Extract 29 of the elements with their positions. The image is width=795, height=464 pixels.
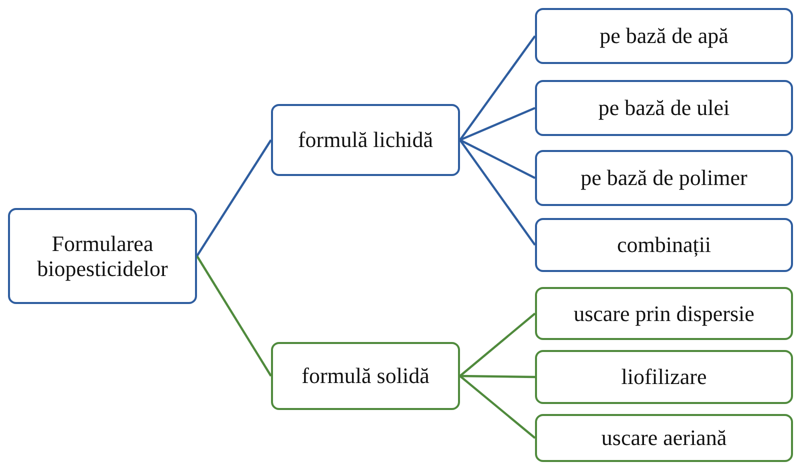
connector-line <box>459 375 536 439</box>
node-label: liofilizare <box>621 364 707 390</box>
root-box <box>8 208 197 304</box>
node-label: formulă lichidă <box>298 127 433 153</box>
category-box <box>535 80 793 136</box>
node-label: pe bază de polimer <box>580 165 748 191</box>
category-box <box>535 287 793 340</box>
connector-line <box>196 139 272 257</box>
category-box <box>535 218 793 272</box>
connector-line <box>459 35 536 141</box>
connector-line <box>459 139 536 246</box>
node-label: pe bază de apă <box>600 23 728 49</box>
node-label: uscare prin dispersie <box>574 300 754 326</box>
category-box <box>271 342 460 410</box>
node-label: combinații <box>616 232 712 258</box>
category-box <box>535 8 793 64</box>
connector-line <box>460 139 536 179</box>
connector-line <box>460 106 536 142</box>
connector-line <box>460 374 536 378</box>
node-label: formulă solidă <box>302 363 430 389</box>
category-box <box>535 150 793 206</box>
node-label: uscare aeriană <box>601 425 727 451</box>
category-box <box>271 104 460 176</box>
category-box <box>535 350 793 404</box>
node-label: pe bază de ulei <box>598 95 730 121</box>
connector-line <box>459 312 536 377</box>
node-label: Formularea biopesticidelor <box>36 230 169 282</box>
category-box <box>535 414 793 462</box>
connector-line <box>196 255 272 377</box>
